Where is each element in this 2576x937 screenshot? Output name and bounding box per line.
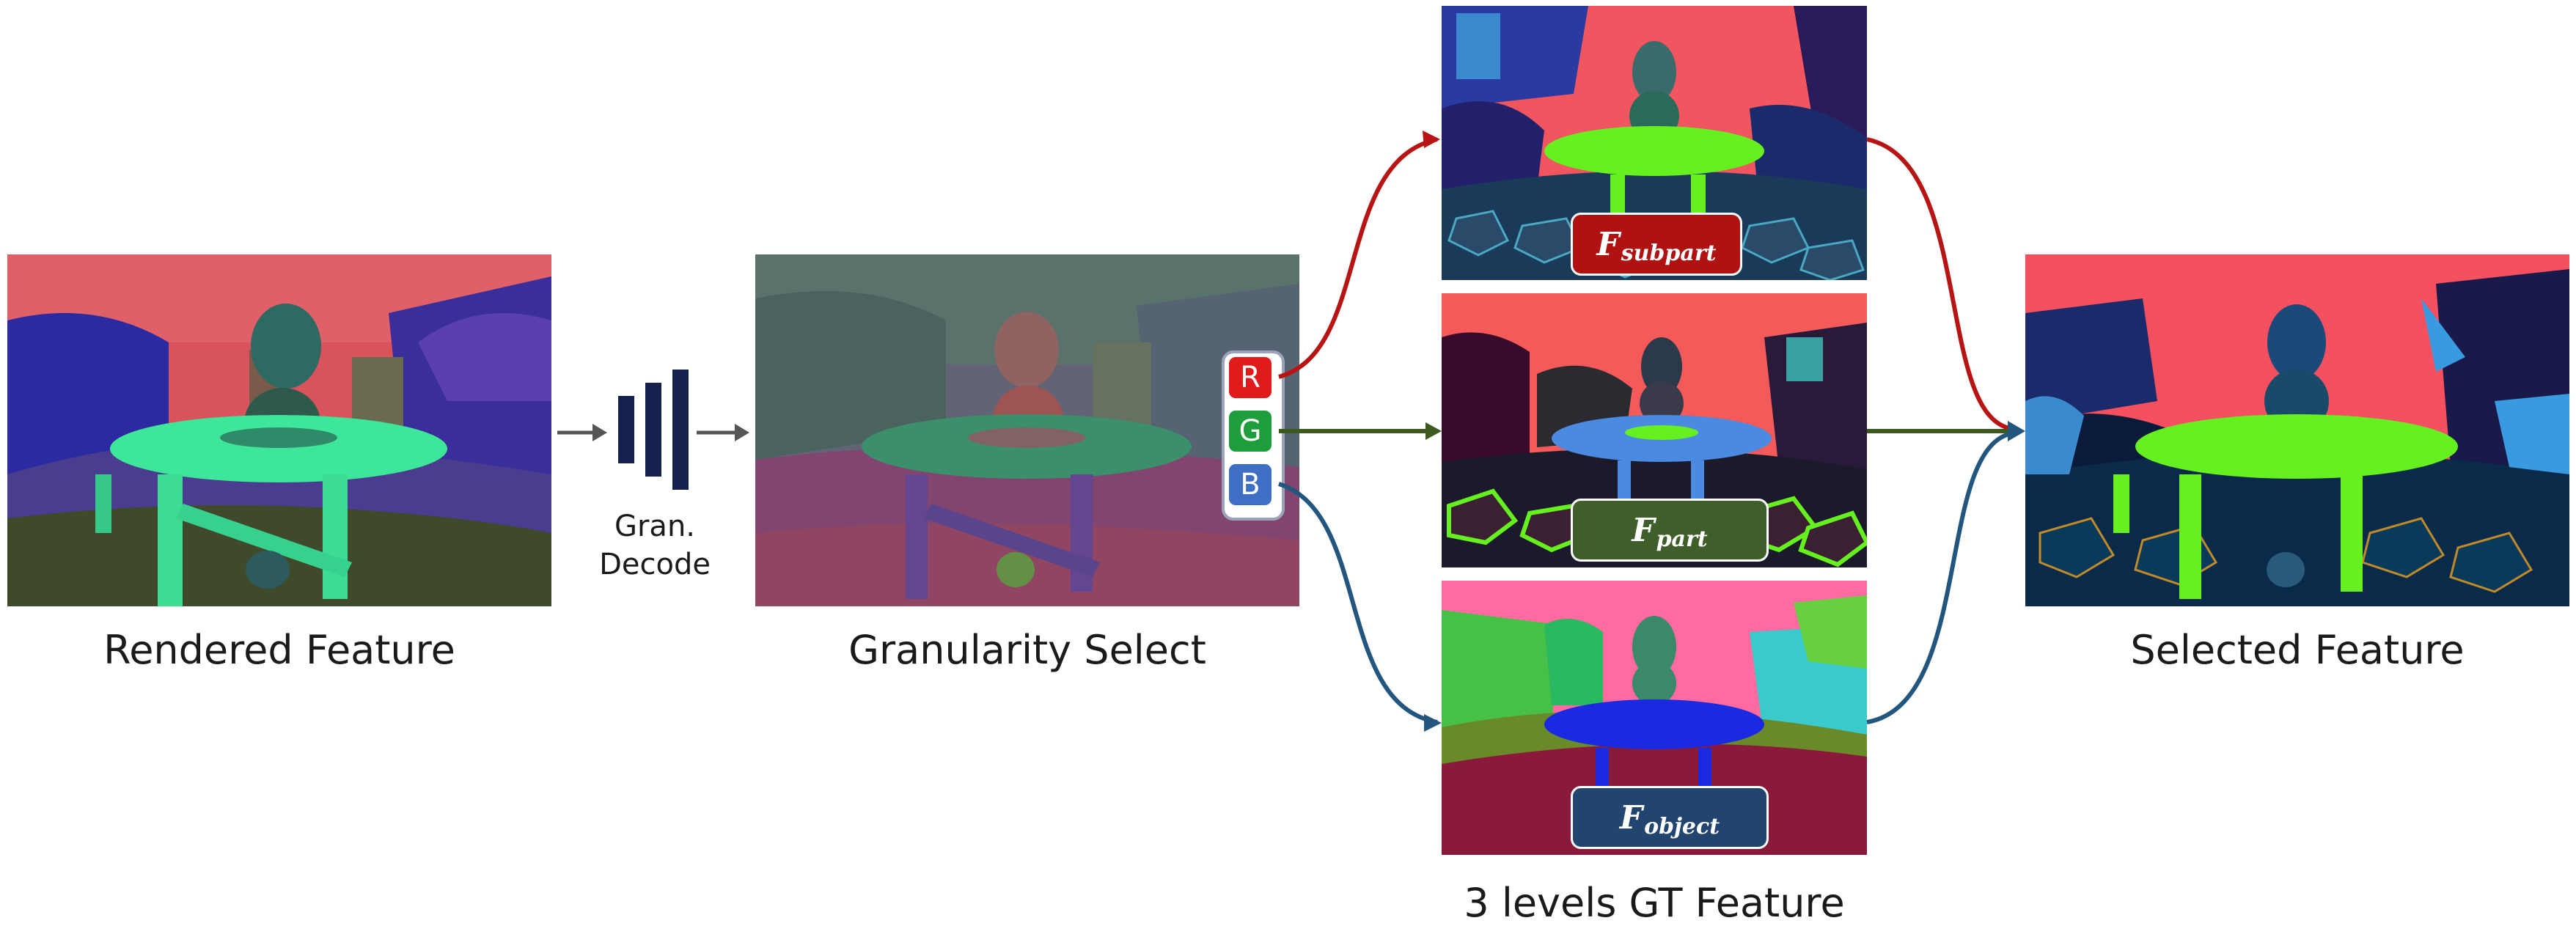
selected-feature-image bbox=[2025, 254, 2569, 606]
granularity-select-caption: Granularity Select bbox=[848, 627, 1206, 673]
red-path-in bbox=[1278, 137, 1438, 379]
merge-arrowhead bbox=[2008, 421, 2025, 441]
channel-r-chip[interactable]: R bbox=[1227, 355, 1274, 400]
granularity-decoder-icon bbox=[618, 370, 689, 490]
green-arrowhead-in bbox=[1425, 422, 1442, 440]
decoder-label-line1: Gran. bbox=[614, 510, 696, 543]
arrow-to-decoder bbox=[557, 424, 607, 441]
gt-feature-caption: 3 levels GT Feature bbox=[1464, 880, 1845, 926]
selected-feature-caption: Selected Feature bbox=[2130, 627, 2465, 673]
rendered-feature-image bbox=[7, 254, 551, 606]
rendered-feature-caption: Rendered Feature bbox=[103, 627, 455, 673]
f-object-sub: object bbox=[1644, 813, 1720, 839]
channel-b-chip[interactable]: B bbox=[1227, 462, 1274, 507]
blue-arrowhead-in bbox=[1424, 714, 1442, 732]
red-path-out bbox=[1866, 137, 2010, 430]
f-subpart-main: F bbox=[1596, 225, 1620, 263]
f-part-main: F bbox=[1632, 511, 1655, 549]
decoder-label-line2: Decode bbox=[599, 548, 711, 581]
f-object-main: F bbox=[1619, 798, 1643, 837]
granularity-select-image bbox=[755, 254, 1299, 606]
blue-path-in bbox=[1278, 482, 1438, 724]
decoder-label: Gran. Decode bbox=[592, 507, 717, 584]
f-subpart-sub: subpart bbox=[1621, 240, 1717, 266]
red-arrowhead-in bbox=[1423, 131, 1440, 148]
f-part-sub: part bbox=[1656, 526, 1708, 552]
blue-path-out bbox=[1866, 432, 2010, 724]
channel-g-chip[interactable]: G bbox=[1227, 408, 1274, 454]
arrow-to-granularity bbox=[697, 424, 749, 441]
